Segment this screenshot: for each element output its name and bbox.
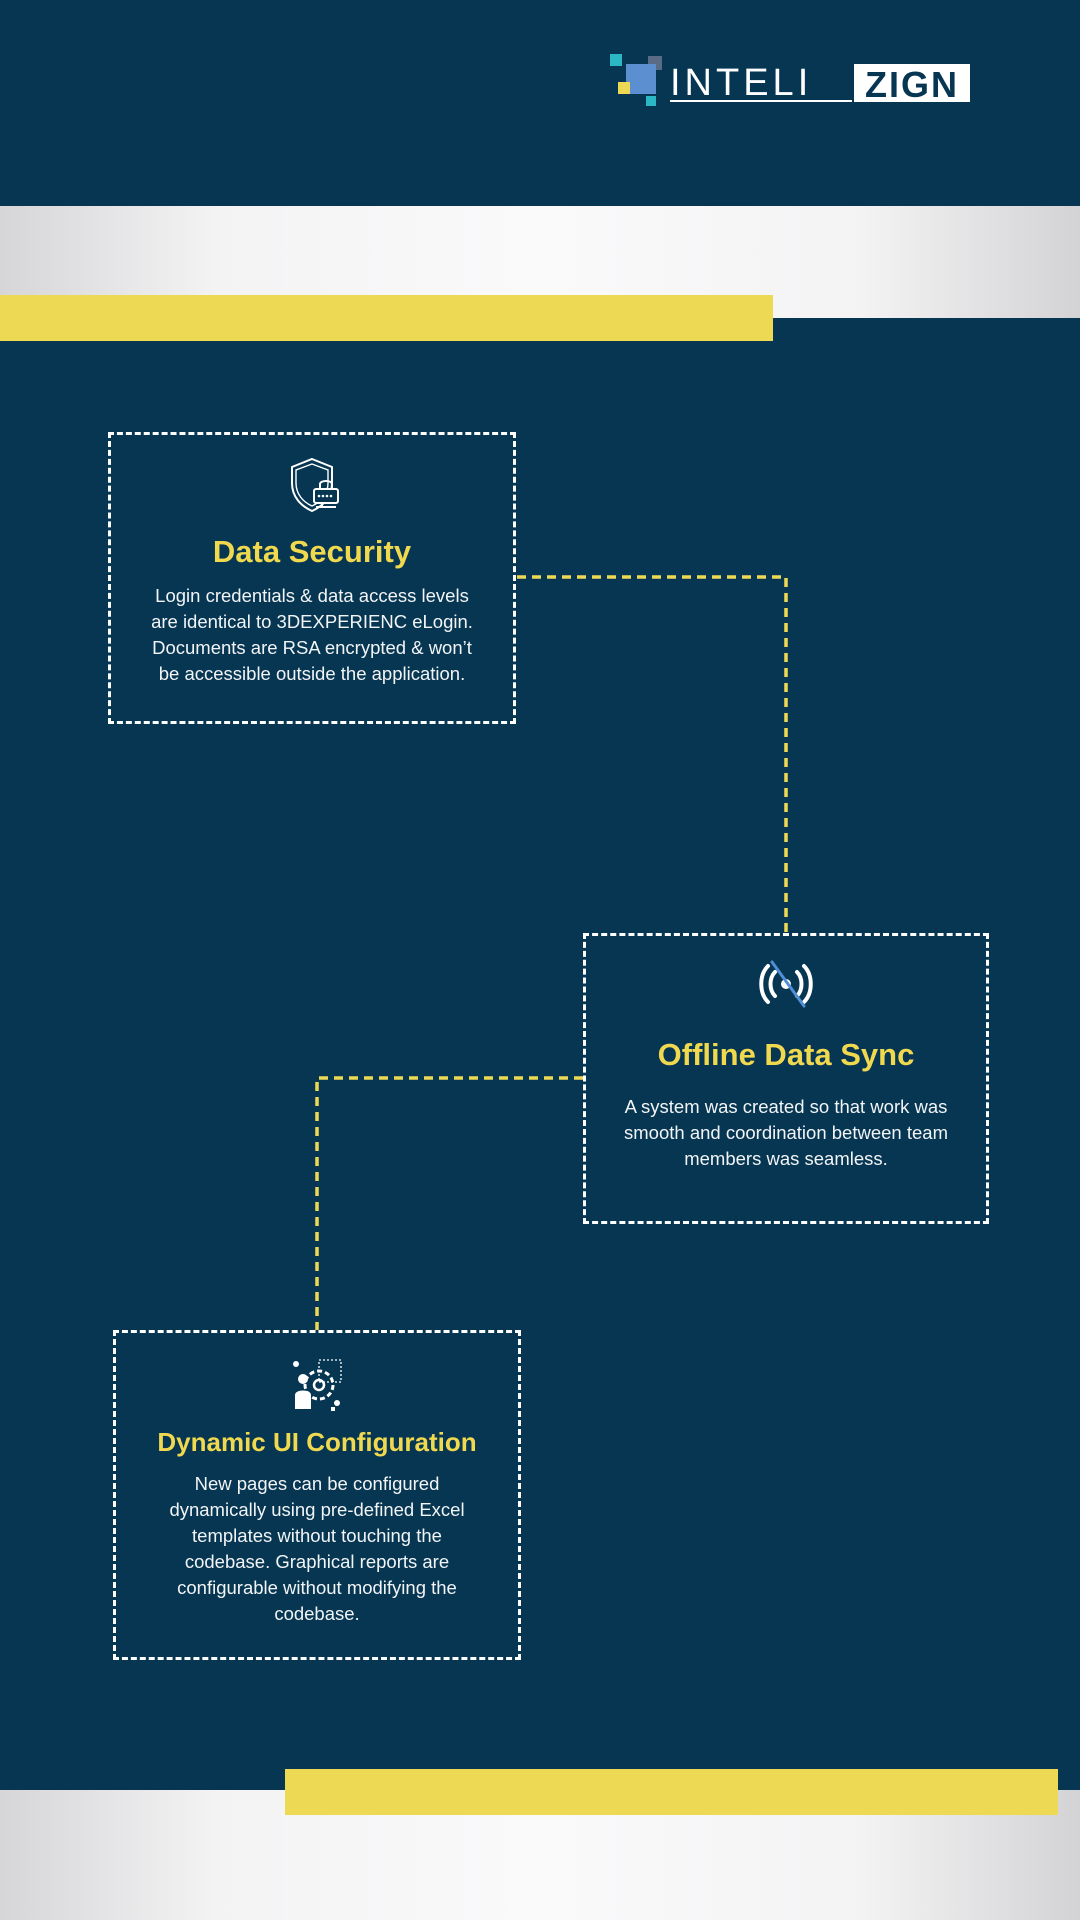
- logo-text-zign: ZIGN: [854, 64, 970, 104]
- logo-text-inteli: INTELI: [670, 62, 813, 104]
- card-description-line: be accessible outside the application.: [158, 663, 466, 684]
- card-description-line: codebase.: [274, 1603, 360, 1624]
- top-yellow-bar: [0, 295, 773, 341]
- connector-sync-to-ui-config: [315, 1076, 583, 1330]
- logo-underline: [670, 100, 852, 102]
- card-description-line: codebase. Graphical reports are: [184, 1551, 450, 1572]
- card-description-line: Login credentials & data access levels: [155, 585, 469, 606]
- shield-lock-icon: [291, 457, 339, 513]
- bottom-yellow-bar: [285, 1769, 1058, 1815]
- logo-square-teal: [610, 54, 622, 66]
- card-title: Data Security: [212, 534, 412, 569]
- card-description-line: members was seamless.: [684, 1148, 888, 1169]
- card-description: A system was created so that work was sm…: [586, 1094, 986, 1172]
- intelizign-logo: INTELI ZIGN: [608, 52, 974, 114]
- card-description-line: A system was created so that work was: [624, 1096, 948, 1117]
- card-description-line: are identical to 3DEXPERIENC eLogin.: [151, 611, 473, 632]
- user-gear-settings-icon: [293, 1359, 342, 1411]
- card-description-line: smooth and coordination between team: [624, 1122, 948, 1143]
- card-dynamic-ui-configuration: Dynamic UI Configuration New pages can b…: [113, 1330, 521, 1660]
- wireless-off-icon: [759, 960, 813, 1008]
- card-data-security: Data Security Login credentials & data a…: [108, 432, 516, 724]
- card-title: Offline Data Sync: [657, 1037, 915, 1072]
- logo-square-yellow: [618, 82, 630, 94]
- card-description-line: dynamically using pre-defined Excel: [169, 1499, 465, 1520]
- card-description: New pages can be configured dynamically …: [116, 1471, 518, 1627]
- logo-square-cyan: [646, 96, 656, 106]
- card-title: Dynamic UI Configuration: [157, 1427, 477, 1457]
- card-description-line: configurable without modifying the: [177, 1577, 457, 1598]
- card-offline-data-sync: Offline Data Sync A system was created s…: [583, 933, 989, 1224]
- card-description: Login credentials & data access levels a…: [111, 583, 513, 687]
- logo-square-blue: [626, 64, 656, 94]
- connector-security-to-sync: [517, 575, 788, 933]
- card-description-line: Documents are RSA encrypted & won’t: [152, 637, 472, 658]
- card-description-line: New pages can be configured: [194, 1473, 440, 1494]
- card-description-line: templates without touching the: [192, 1525, 442, 1546]
